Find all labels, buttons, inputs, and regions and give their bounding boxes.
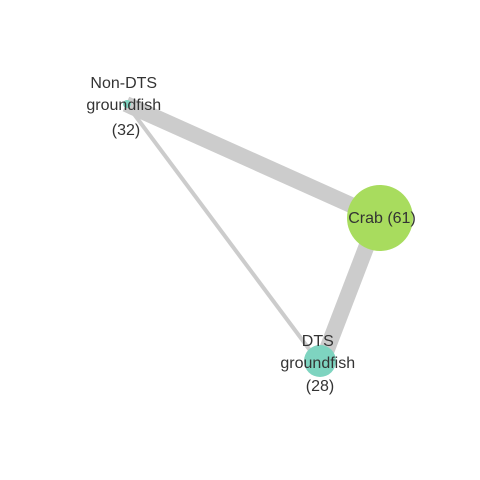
label-layer: Non-DTS groundfish (32) Crab (61) DTS gr…	[86, 75, 415, 395]
edge-layer	[122, 96, 384, 359]
label-nondts-line-1: Non-DTS	[90, 75, 157, 92]
label-dts-line-3: (28)	[306, 378, 334, 395]
node-crab[interactable]	[347, 185, 413, 251]
label-crab: Crab (61)	[348, 210, 416, 227]
label-dts-groundfish: DTS groundfish (28)	[280, 333, 359, 395]
edge-crab-dts	[318, 237, 377, 355]
edge-nondts-dts	[129, 108, 317, 359]
node-dts-groundfish[interactable]	[304, 345, 336, 377]
label-dts-line-2: groundfish	[280, 355, 355, 372]
label-nondts-groundfish: Non-DTS groundfish (32)	[86, 75, 165, 139]
label-nondts-line-3: (32)	[112, 122, 140, 139]
label-nondts-line-2: groundfish	[86, 97, 161, 114]
edge-nondts-crab	[122, 96, 384, 226]
node-nondts-groundfish[interactable]	[123, 100, 131, 108]
label-dts-line-1: DTS	[302, 333, 334, 350]
node-layer	[123, 100, 413, 377]
label-crab-line-1: Crab (61)	[348, 210, 416, 227]
